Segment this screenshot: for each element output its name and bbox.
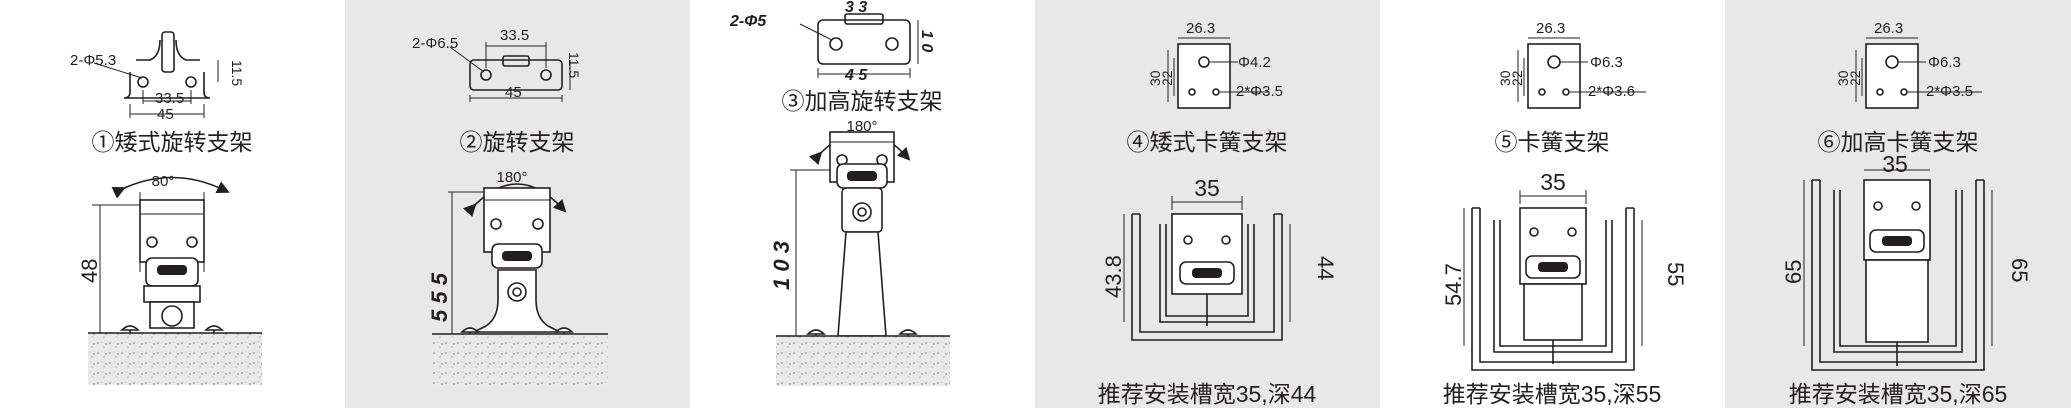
- panel-5-dim-slot-depth: 55: [1663, 262, 1688, 286]
- panel-3-dim-height: 1 0: [918, 30, 935, 52]
- panel-3-concrete-base: [776, 336, 950, 386]
- panel-2-title: ②旋转支架: [460, 129, 575, 155]
- panel-1-dim-angle: 80°: [152, 173, 175, 190]
- panel-1-concrete-base: [88, 333, 262, 385]
- panel-2-dim-width: 45: [505, 84, 522, 101]
- panel-2-dim-height: 11.5: [566, 52, 582, 78]
- panel-4-top-view: [1167, 37, 1268, 109]
- panel-6-channel: [1803, 169, 1993, 371]
- panel-4-dim-h30: 30: [1147, 70, 1163, 86]
- panel-3-title: ③加高旋转支架: [782, 88, 943, 114]
- panel-2: 2-Φ6.5 33.5 45 11.5 ②旋转支架 180° 5 5 5: [345, 0, 690, 408]
- panel-2-dim-assembly-height: 5 5 5: [427, 272, 452, 322]
- panel-5-dim-bracket-depth: 54.7: [1441, 263, 1466, 306]
- panel-6-top-view: [1855, 37, 1982, 109]
- panel-1-top-view: [93, 31, 219, 118]
- panel-3-assembly: [790, 131, 918, 354]
- panel-6-dim-width: 26.3: [1874, 20, 1903, 37]
- panel-4-dim-slot-width: 35: [1194, 175, 1220, 201]
- panel-3-dim-hole-spacing: 3 3: [845, 0, 867, 16]
- panel-1-dim-hole-spacing: 33.5: [155, 90, 184, 107]
- panel-2-dim-angle: 180°: [496, 169, 527, 186]
- panel-5-title: ⑤卡簧支架: [1495, 129, 1610, 155]
- panel-6-dim-slot-width: 35: [1882, 151, 1908, 177]
- panel-6-dim-holes-small: 2*Φ3.5: [1926, 83, 1973, 100]
- panel-4-install-note: 推荐安装槽宽35,深44: [1098, 381, 1317, 407]
- panel-5-channel: [1463, 190, 1643, 371]
- panel-4-title: ④矮式卡簧支架: [1127, 129, 1288, 155]
- panel-3-dim-assembly-height: 1 0 3: [769, 241, 794, 290]
- panel-5-top-view: [1517, 37, 1646, 109]
- panel-4-dim-width: 26.3: [1186, 20, 1215, 37]
- panel-3-dim-width: 4 5: [844, 67, 868, 84]
- panel-5-dim-width: 26.3: [1536, 20, 1565, 37]
- panel-5-dim-h22: 22: [1509, 70, 1525, 86]
- panel-3-dim-angle: 180°: [846, 118, 877, 135]
- panel-5-dim-slot-width: 35: [1540, 169, 1566, 195]
- panel-6-install-note: 推荐安装槽宽35,深65: [1789, 381, 2008, 407]
- panel-2-top-view: [449, 42, 571, 102]
- panel-4-dim-bracket-depth: 43.8: [1101, 255, 1126, 298]
- panel-6: 26.3 30 22 Φ6.3 2*Φ3.5 ⑥加高卡簧支架 35 65 65 …: [1725, 0, 2071, 408]
- panel-6-dim-slot-depth: 65: [2007, 258, 2032, 282]
- panel-3-top-view: [799, 13, 919, 78]
- panel-5-install-note: 推荐安装槽宽35,深55: [1443, 381, 1662, 407]
- panel-6-dim-h22: 22: [1847, 70, 1863, 86]
- panel-1-dim-holes: 2-Φ5.3: [70, 52, 116, 69]
- panel-5-dim-hole-large: Φ6.3: [1590, 54, 1623, 71]
- panel-5-dim-holes-small: 2*Φ3.6: [1588, 83, 1635, 100]
- panel-4-channel: [1123, 196, 1291, 341]
- panel-6-dim-h30: 30: [1835, 70, 1851, 86]
- panel-2-concrete-base: [432, 334, 608, 386]
- panel-5-dim-h30: 30: [1497, 70, 1513, 86]
- panel-4-dim-holes-small: 2*Φ3.5: [1236, 83, 1283, 100]
- panel-1-title: ①矮式旋转支架: [92, 129, 253, 155]
- panel-1-dim-height: 11.5: [229, 60, 245, 86]
- panel-3-dim-holes: 2-Φ5: [729, 13, 767, 30]
- panel-2-dim-hole-spacing: 33.5: [500, 27, 529, 44]
- panel-6-title: ⑥加高卡簧支架: [1818, 129, 1979, 155]
- panel-2-assembly: [448, 183, 574, 352]
- panel-1-dim-assembly-height: 48: [77, 259, 102, 283]
- panel-6-dim-hole-large: Φ6.3: [1928, 54, 1961, 71]
- panel-1-dim-width: 45: [157, 106, 174, 123]
- panel-6-dim-bracket-depth: 65: [1781, 260, 1806, 284]
- panel-4-dim-hole-large: Φ4.2: [1238, 54, 1271, 71]
- panel-1-assembly: [92, 176, 230, 350]
- panel-4: 26.3 30 22 Φ4.2 2*Φ3.5 ④矮式卡簧支架 35 43.8 4…: [1035, 0, 1380, 408]
- panel-2-dim-holes: 2-Φ6.5: [412, 35, 458, 52]
- panel-3: 2-Φ5 3 3 4 5 1 0 ③加高旋转支架 180° 1 0 3: [690, 0, 1035, 408]
- panel-1: 2-Φ5.3 33.5 45 11.5 ①矮式旋转支架: [0, 0, 345, 408]
- panel-4-dim-slot-depth: 44: [1313, 256, 1338, 280]
- panel-5: 26.3 30 22 Φ6.3 2*Φ3.6 ⑤卡簧支架 35 54.7 5: [1380, 0, 1725, 408]
- panel-4-dim-h22: 22: [1159, 70, 1175, 86]
